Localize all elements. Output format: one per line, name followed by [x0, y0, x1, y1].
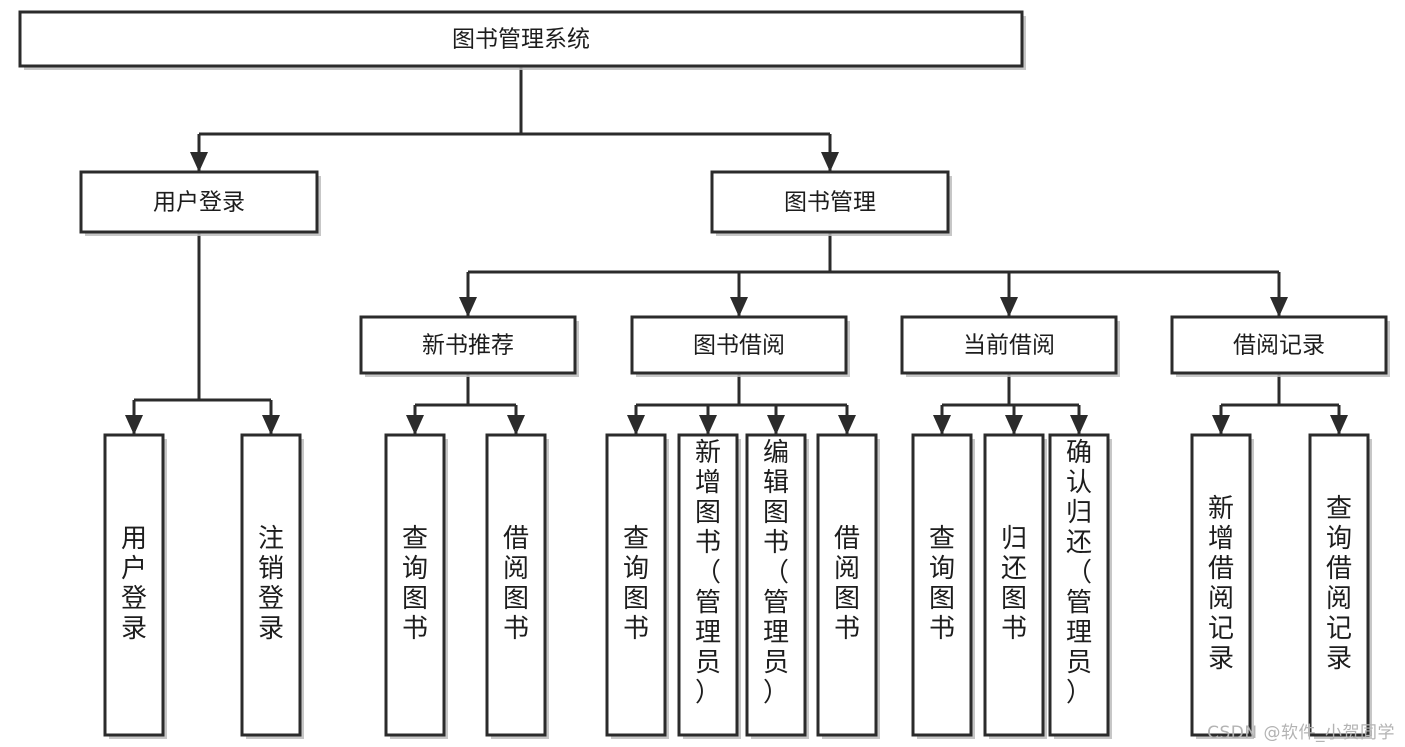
- node-label: 编辑图书（管理员）: [763, 438, 789, 708]
- node-label: 确认归还（管理员）: [1066, 438, 1092, 708]
- node-leaf-leaf-user-logout[interactable]: 注销登录: [240, 433, 304, 739]
- node-label: 查询图书: [929, 524, 955, 644]
- arrow-head-icon: [1330, 415, 1348, 435]
- node-root-root[interactable]: 图书管理系统: [18, 10, 1026, 70]
- node-leaf-leaf-borrow-book-1[interactable]: 借阅图书: [485, 433, 549, 739]
- node-label: 新增借阅记录: [1208, 494, 1234, 674]
- arrow-head-icon: [1270, 297, 1288, 317]
- node-leaf-leaf-add-book[interactable]: 新增图书（管理员）: [677, 433, 741, 739]
- node-level2-book-manage[interactable]: 图书管理: [710, 170, 952, 236]
- node-leaf-leaf-query-book-2[interactable]: 查询图书: [605, 433, 669, 739]
- node-leaf-leaf-confirm-return[interactable]: 确认归还（管理员）: [1048, 433, 1112, 739]
- node-label: 用户登录: [153, 190, 245, 216]
- node-leaf-leaf-return-book[interactable]: 归还图书: [983, 433, 1047, 739]
- arrow-head-icon: [933, 415, 951, 435]
- node-leaf-leaf-edit-book[interactable]: 编辑图书（管理员）: [745, 433, 809, 739]
- node-level3-current-borrow[interactable]: 当前借阅: [900, 315, 1120, 377]
- arrow-head-icon: [821, 152, 839, 172]
- node-label: 注销登录: [258, 524, 284, 644]
- node-leaf-leaf-add-record[interactable]: 新增借阅记录: [1190, 433, 1254, 739]
- arrow-head-icon: [1005, 415, 1023, 435]
- arrow-head-icon: [699, 415, 717, 435]
- node-leaf-leaf-query-book-3[interactable]: 查询图书: [911, 433, 975, 739]
- arrow-head-icon: [507, 415, 525, 435]
- node-label: 图书借阅: [693, 333, 785, 359]
- node-label: 借阅图书: [503, 524, 529, 644]
- node-level3-new-book-recommend[interactable]: 新书推荐: [359, 315, 579, 377]
- node-label: 查询图书: [623, 524, 649, 644]
- node-label: 借阅图书: [834, 524, 860, 644]
- arrow-head-icon: [730, 297, 748, 317]
- arrow-head-icon: [125, 415, 143, 435]
- csdn-watermark: CSDN @软件_小贺同学: [1207, 723, 1395, 743]
- arrow-head-icon: [459, 297, 477, 317]
- node-level3-book-borrow[interactable]: 图书借阅: [630, 315, 850, 377]
- node-leaf-leaf-query-book-1[interactable]: 查询图书: [384, 433, 448, 739]
- arrow-head-icon: [190, 152, 208, 172]
- arrow-head-icon: [767, 415, 785, 435]
- node-label: 当前借阅: [963, 333, 1055, 359]
- node-layer: 图书管理系统用户登录图书管理新书推荐图书借阅当前借阅借阅记录用户登录注销登录查询…: [18, 10, 1390, 739]
- node-label: 用户登录: [121, 524, 147, 644]
- node-level2-user-login[interactable]: 用户登录: [79, 170, 321, 236]
- node-label: 新书推荐: [422, 333, 514, 359]
- node-label: 归还图书: [1001, 524, 1027, 644]
- arrow-head-icon: [1070, 415, 1088, 435]
- arrow-head-icon: [627, 415, 645, 435]
- node-level3-borrow-record[interactable]: 借阅记录: [1170, 315, 1390, 377]
- node-leaf-leaf-user-login[interactable]: 用户登录: [103, 433, 167, 739]
- node-leaf-leaf-borrow-book-2[interactable]: 借阅图书: [816, 433, 880, 739]
- node-label: 查询借阅记录: [1326, 494, 1352, 674]
- node-label: 借阅记录: [1233, 333, 1325, 359]
- node-label: 新增图书（管理员）: [695, 438, 721, 708]
- node-label: 查询图书: [402, 524, 428, 644]
- arrow-head-icon: [1000, 297, 1018, 317]
- arrow-head-icon: [1212, 415, 1230, 435]
- arrow-head-icon: [262, 415, 280, 435]
- node-leaf-leaf-query-record[interactable]: 查询借阅记录: [1308, 433, 1372, 739]
- arrow-head-icon: [406, 415, 424, 435]
- connector-layer: [125, 66, 1348, 435]
- node-label: 图书管理: [784, 190, 876, 216]
- node-label: 图书管理系统: [452, 27, 590, 53]
- arrow-head-icon: [838, 415, 856, 435]
